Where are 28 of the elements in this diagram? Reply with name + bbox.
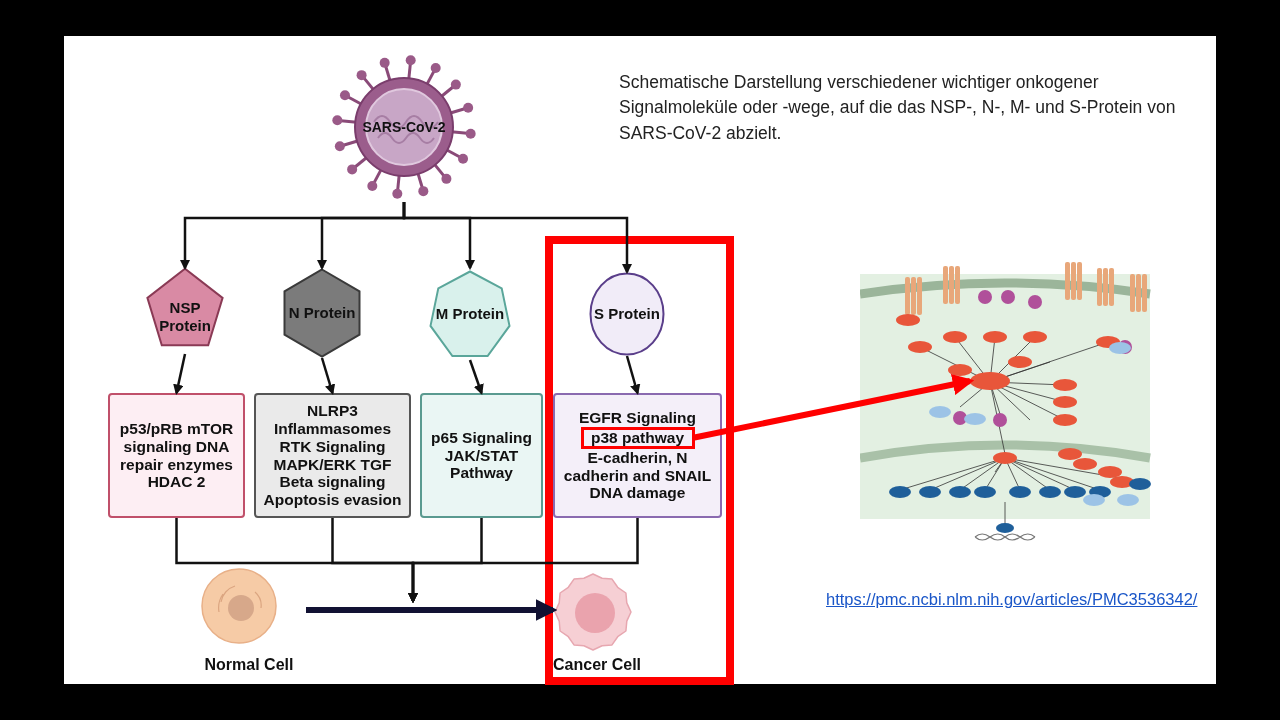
- arrow: [320, 357, 336, 395]
- pathway-box: [553, 393, 722, 518]
- virus-label: SARS-CoV-2: [362, 118, 446, 136]
- protein-label: S Protein: [594, 305, 660, 323]
- protein-label: N Protein: [288, 304, 356, 322]
- highlight-box: [580, 426, 695, 449]
- cell-label: Normal Cell: [204, 654, 294, 674]
- pathway-text: E-cadherin, N cadherin and SNAIL DNA damage: [562, 448, 713, 503]
- pathway-text: EGFR Signaling: [577, 408, 698, 427]
- arrow: [468, 359, 484, 395]
- pathway-text: p38 pathway: [590, 429, 685, 446]
- pathway-box: [108, 393, 245, 518]
- cell-label: Cancer Cell: [553, 654, 642, 674]
- protein-label: M Protein: [435, 305, 505, 323]
- pathway-text: p53/pRB mTOR signaling DNA repair enzymes HDAC 2: [118, 419, 235, 492]
- arrow: [625, 355, 641, 395]
- pathway-text: p65 Signaling JAK/STAT Pathway: [430, 428, 533, 483]
- slide-title: Schematische Darstellung verschiedener wichtiger onkogener Signalmoleküle oder -wege, auf die das NSP-, N-, M- und S-Protein von SARS-CoV-2 abzielt.: [619, 71, 1177, 145]
- protein-label: NSP Protein: [158, 299, 212, 335]
- source-link: https://pmc.ncbi.nlm.nih.gov/articles/PMC3536342/: [826, 590, 1198, 609]
- arrow: [402, 202, 633, 275]
- pathway-box: [420, 393, 543, 518]
- arrow: [407, 518, 639, 604]
- arrow: [173, 353, 187, 396]
- arrow: [306, 599, 558, 621]
- highlight-frame: [545, 236, 734, 685]
- pathway-box: [254, 393, 411, 518]
- pathway-text: NLRP3 Inflammasomes RTK Signaling MAPK/ERK TGF Beta signaling Apoptosis evasion: [262, 401, 403, 510]
